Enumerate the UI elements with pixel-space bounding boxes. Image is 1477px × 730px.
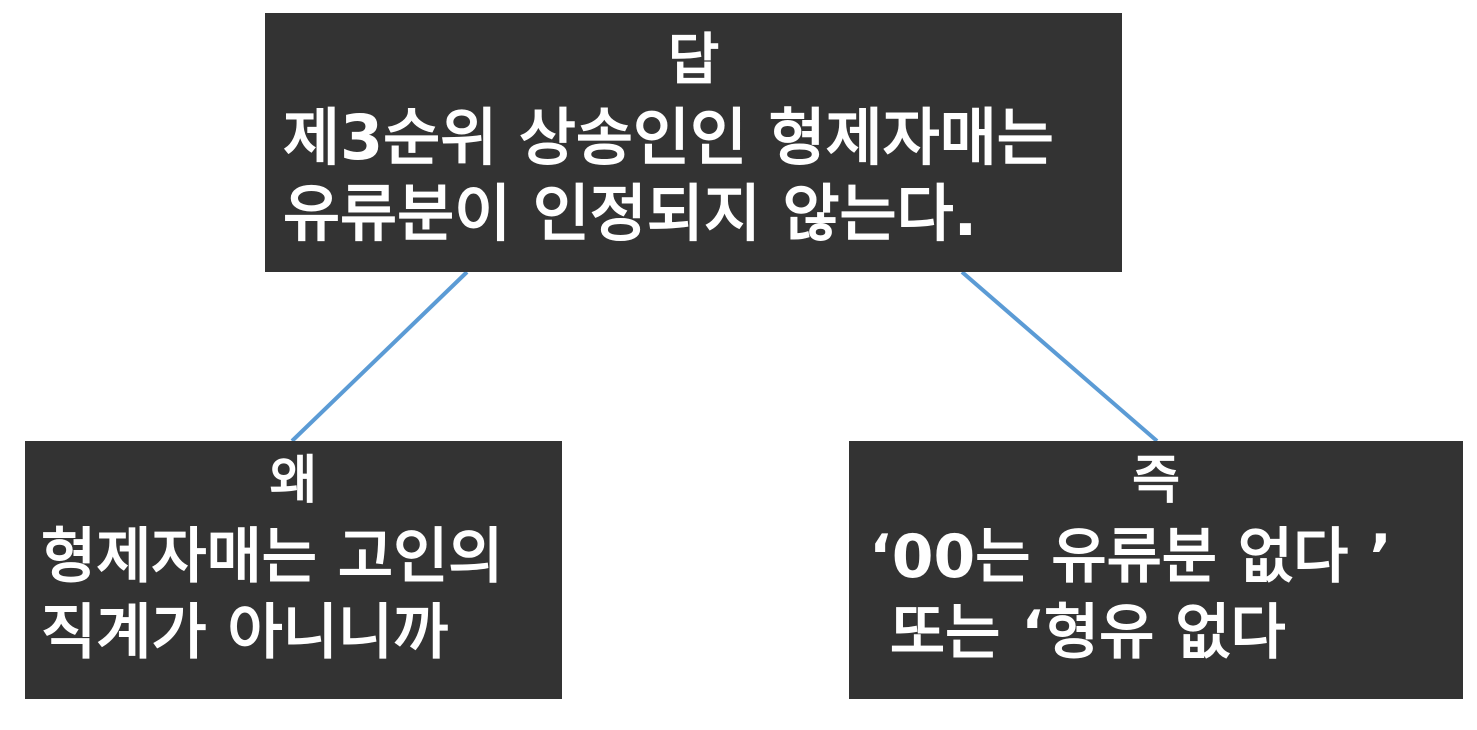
reason-body: 형제자매는 고인의 직계가 아니니까 — [41, 527, 562, 663]
reason-box: 왜 형제자매는 고인의 직계가 아니니까 — [25, 441, 562, 699]
summary-line-2: 또는 ‘형유 없다 — [869, 598, 1286, 668]
answer-line-1: 제3순위 상송인인 형제자매는 — [283, 101, 1054, 174]
summary-box: 즉 ‘00는 유류분 없다 ’ 또는 ‘형유 없다 — [849, 441, 1463, 699]
summary-heading: 즉 — [1132, 451, 1180, 511]
reason-line-2: 직계가 아니니까 — [41, 598, 449, 668]
connector-top-to-right — [960, 270, 1159, 443]
reason-heading: 왜 — [269, 451, 318, 511]
answer-line-2: 유류분이 인정되지 않는다. — [283, 177, 978, 250]
reason-line-1: 형제자매는 고인의 — [41, 522, 504, 592]
answer-box: 답 제3순위 상송인인 형제자매는 유류분이 인정되지 않는다. — [265, 13, 1122, 272]
summary-body: ‘00는 유류분 없다 ’ 또는 ‘형유 없다 — [869, 527, 1463, 663]
connector-top-to-left — [290, 270, 469, 443]
summary-line-1: ‘00는 유류분 없다 ’ — [869, 522, 1392, 592]
answer-body: 제3순위 상송인인 형제자매는 유류분이 인정되지 않는다. — [283, 107, 1122, 245]
answer-heading: 답 — [667, 28, 720, 93]
